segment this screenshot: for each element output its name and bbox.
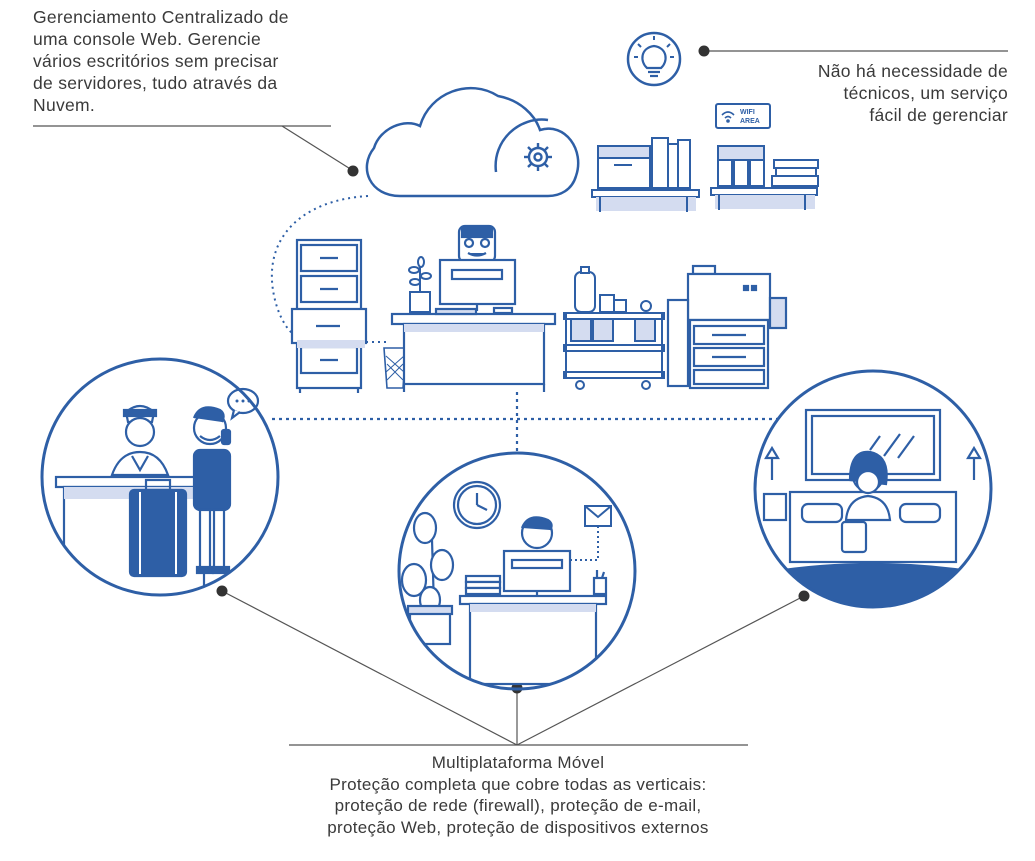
callout-dots (216, 45, 810, 694)
reception-scene (40, 357, 280, 597)
envelope-icon (570, 505, 612, 561)
mobile-text-line-1: Multiplataforma Móvel (431, 753, 605, 772)
cloud-text-line-2: uma console Web. Gerencie (33, 29, 261, 49)
cloud-text-line-3: vários escritórios sem precisar (33, 51, 279, 71)
storage-shelf-right (710, 145, 819, 210)
no-technicians-text: Não há necessidade de técnicos, um servi… (818, 60, 1008, 126)
hotel-room-scene (753, 369, 993, 609)
potted-plant (408, 256, 432, 313)
clock-icon (452, 480, 502, 530)
mobile-text-line-2: Proteção completa que cobre todas as ver… (329, 774, 707, 794)
lightbulb-icon (626, 31, 682, 87)
mobile-text-line-3: proteção de rede (firewall), proteção de… (334, 796, 702, 815)
gear-icon (524, 143, 552, 171)
wifi-icon (721, 111, 735, 123)
wifi-sign-line2: AREA (740, 118, 760, 125)
waste-basket (383, 347, 407, 389)
cloud-inner-arc (494, 118, 549, 173)
home-office-scene (397, 451, 637, 691)
cloud-text-line-1: Gerenciamento Centralizado de (33, 7, 289, 27)
storage-shelf-left (591, 137, 700, 212)
main-office-desk (390, 312, 557, 392)
kitchen-cart (563, 266, 665, 390)
speech-bubble (226, 387, 260, 421)
network-connector (272, 392, 777, 452)
filing-cabinet (290, 238, 368, 393)
wifi-area-sign: WIFI AREA (715, 103, 771, 129)
wifi-sign-line1: WIFI (740, 109, 755, 116)
callout-lines (33, 50, 1008, 746)
mobile-platform-text: Multiplataforma Móvel Proteção completa … (288, 752, 748, 838)
cloud-text-line-4: de servidores, tudo através da (33, 73, 278, 93)
cloud-connector (270, 195, 369, 339)
cloud-management-text: Gerenciamento Centralizado de uma consol… (33, 6, 289, 116)
cloud-icon (365, 86, 580, 198)
copier-machine (666, 264, 788, 390)
cloud-text-line-5: Nuvem. (33, 95, 96, 115)
mobile-text-line-4: proteção Web, proteção de dispositivos e… (327, 817, 709, 837)
office-worker-with-monitor (434, 224, 517, 316)
tech-text-line-1: Não há necessidade de (817, 61, 1008, 81)
tech-text-line-2: técnicos, um serviço (843, 83, 1008, 103)
tech-text-line-3: fácil de gerenciar (869, 105, 1008, 125)
